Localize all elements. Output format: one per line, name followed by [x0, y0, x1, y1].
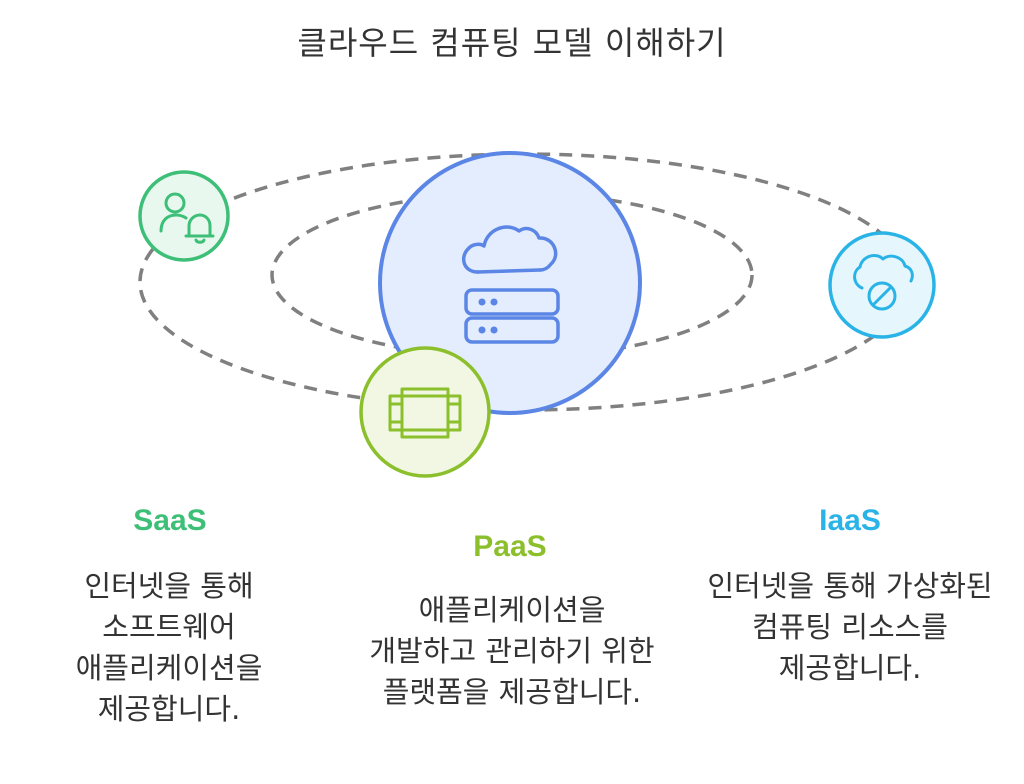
iaas-circle [828, 231, 936, 339]
center-node [378, 151, 642, 415]
cloud-slash-icon [853, 254, 914, 311]
paas-label: PaaS [473, 530, 547, 563]
page-title: 클라우드 컴퓨팅 모델 이해하기 [297, 24, 727, 62]
center-circle [378, 151, 642, 415]
iaas-description: 인터넷을 통해 가상화된 컴퓨팅 리소스를 제공합니다. [707, 569, 993, 685]
paas-node [359, 346, 491, 478]
paas-circle [359, 346, 491, 478]
platform-frame-icon [388, 387, 462, 439]
iaas-label: IaaS [819, 504, 881, 537]
paas-description: 애플리케이션을 개발하고 관리하기 위한 플랫폼을 제공합니다. [369, 593, 655, 709]
saas-node [138, 170, 230, 262]
cloud-server-icon [461, 225, 560, 344]
saas-description: 인터넷을 통해 소프트웨어 애플리케이션을 제공합니다. [75, 569, 263, 726]
user-bell-icon [159, 192, 215, 244]
iaas-node [828, 231, 936, 339]
saas-label: SaaS [133, 504, 207, 537]
